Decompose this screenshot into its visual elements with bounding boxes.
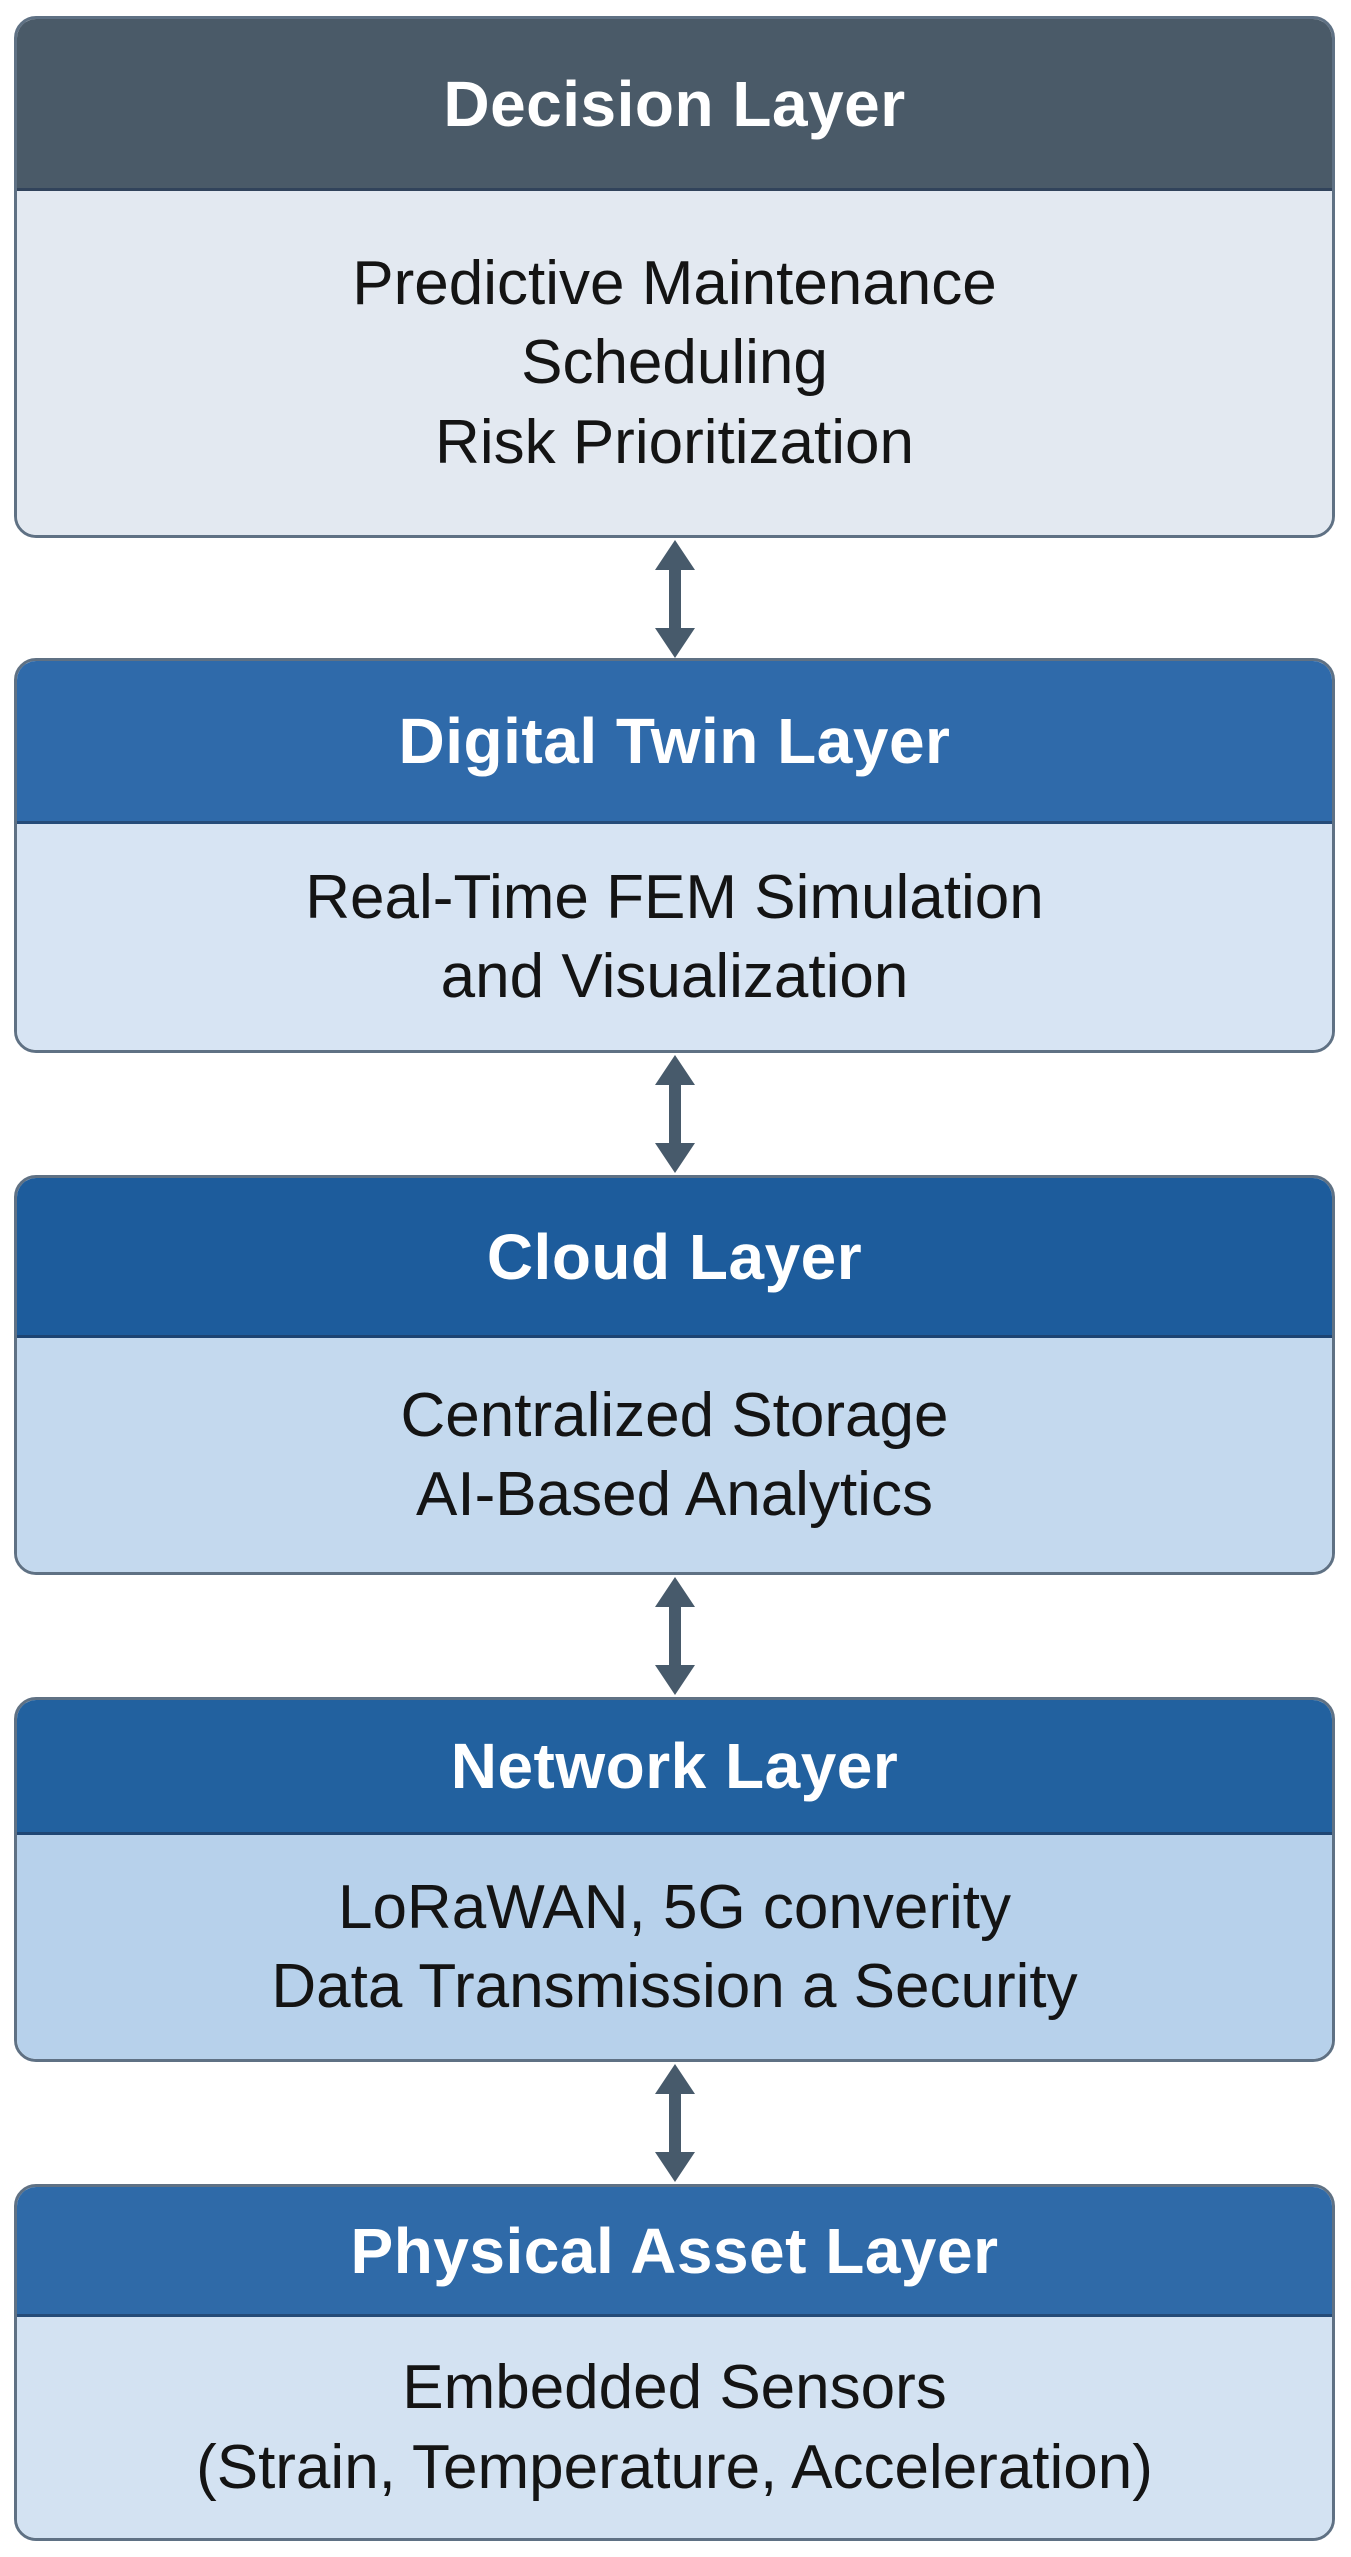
cloud-layer-title: Cloud Layer	[17, 1178, 1332, 1338]
network-layer-title: Network Layer	[17, 1700, 1332, 1835]
network-layer-box: Network Layer LoRaWAN, 5G converity Data…	[14, 1697, 1335, 2062]
decision-layer-line-2: Scheduling	[521, 328, 828, 398]
cloud-layer-box: Cloud Layer Centralized Storage AI-Based…	[14, 1175, 1335, 1575]
bidirectional-arrow-icon	[655, 540, 695, 658]
physical-asset-layer-body: Embedded Sensors (Strain, Temperature, A…	[17, 2317, 1332, 2538]
decision-layer-title: Decision Layer	[17, 19, 1332, 191]
bidirectional-arrow-icon	[655, 1577, 695, 1695]
digital-twin-layer-box: Digital Twin Layer Real-Time FEM Simulat…	[14, 658, 1335, 1053]
decision-layer-line-1: Predictive Maintenance	[352, 248, 997, 318]
physical-asset-layer-box: Physical Asset Layer Embedded Sensors (S…	[14, 2184, 1335, 2541]
physical-asset-layer-line-2: (Strain, Temperature, Acceleration)	[196, 2432, 1153, 2502]
network-layer-body: LoRaWAN, 5G converity Data Transmission …	[17, 1835, 1332, 2059]
digital-twin-layer-body: Real-Time FEM Simulation and Visualizati…	[17, 824, 1332, 1050]
decision-layer-body: Predictive Maintenance Scheduling Risk P…	[17, 191, 1332, 535]
bidirectional-arrow-icon	[655, 2064, 695, 2182]
network-layer-line-1: LoRaWAN, 5G converity	[337, 1872, 1012, 1942]
digital-twin-layer-title: Digital Twin Layer	[17, 661, 1332, 824]
cloud-layer-line-1: Centralized Storage	[400, 1380, 949, 1450]
physical-asset-layer-title: Physical Asset Layer	[17, 2187, 1332, 2317]
decision-layer-box: Decision Layer Predictive Maintenance Sc…	[14, 16, 1335, 538]
decision-layer-line-3: Risk Prioritization	[435, 407, 914, 477]
digital-twin-layer-line-2: and Visualization	[440, 942, 909, 1011]
bidirectional-arrow-icon	[655, 1055, 695, 1173]
cloud-layer-line-2: AI-Based Analytics	[416, 1460, 933, 1529]
cloud-layer-body: Centralized Storage AI-Based Analytics	[17, 1338, 1332, 1572]
digital-twin-layer-line-1: Real-Time FEM Simulation	[305, 862, 1044, 932]
physical-asset-layer-line-1: Embedded Sensors	[402, 2353, 947, 2423]
network-layer-line-2: Data Transmission a Security	[271, 1952, 1078, 2021]
